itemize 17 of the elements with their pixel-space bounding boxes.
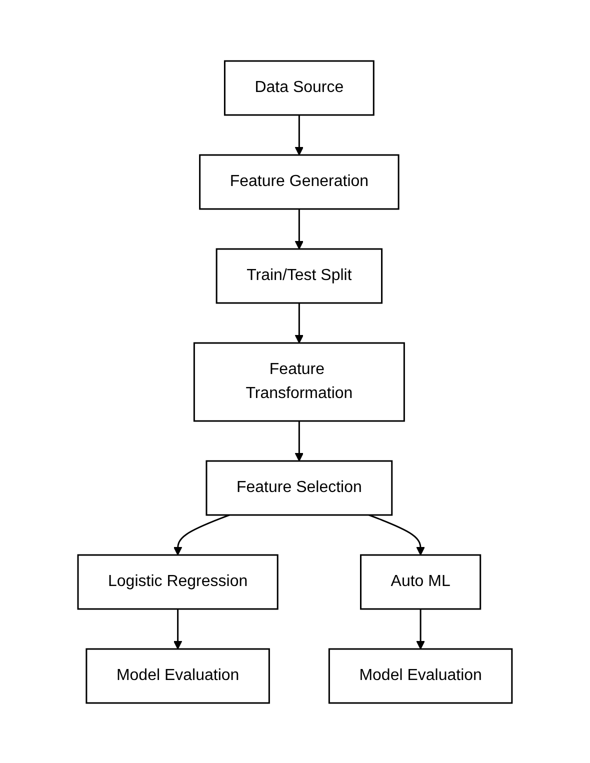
node-box: Model Evaluation [328, 648, 513, 704]
node-box: Train/Test Split [216, 248, 383, 304]
node-box: Data Source [224, 60, 374, 116]
arrow [294, 302, 304, 343]
node-box: Feature Transformation [193, 342, 405, 422]
node-box: Logistic Regression [77, 554, 278, 610]
node-box: Model Evaluation [86, 648, 270, 704]
arrow [294, 208, 304, 249]
node-box: Feature Selection [206, 460, 393, 516]
arrow [173, 514, 230, 555]
arrow [368, 514, 425, 555]
arrow [173, 608, 182, 649]
arrow [294, 420, 304, 461]
arrow [294, 114, 304, 155]
node-box: Feature Generation [199, 154, 400, 210]
node-box: Auto ML [360, 554, 482, 610]
arrow [416, 608, 425, 649]
